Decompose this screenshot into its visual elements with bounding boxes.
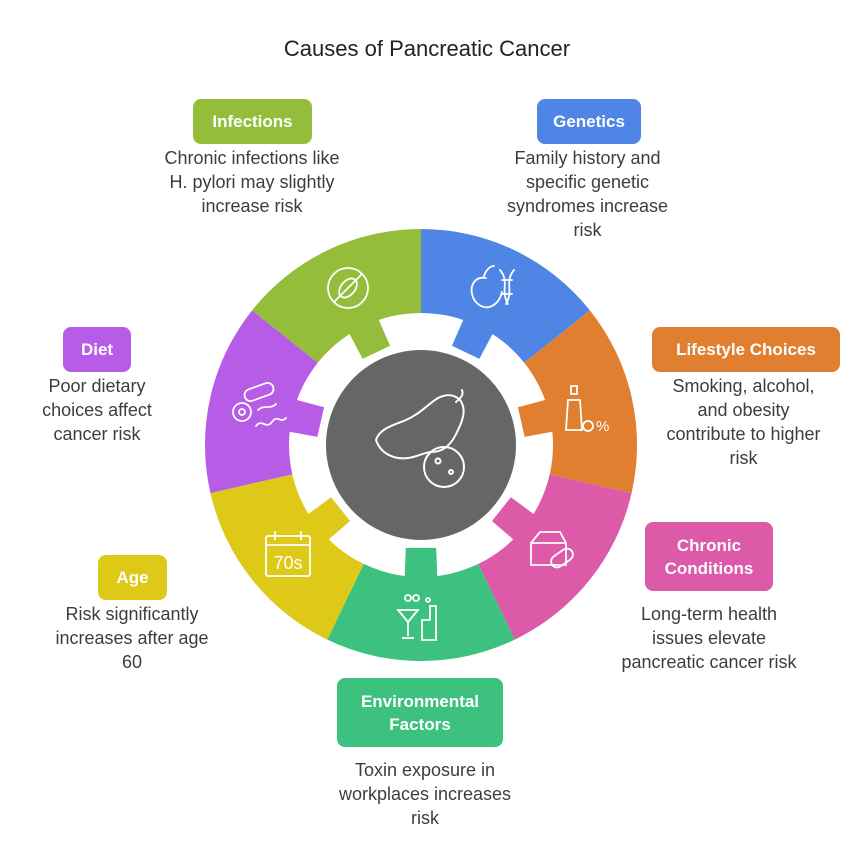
desc-lifestyle: Smoking, alcohol, and obesity contribute… <box>656 374 831 470</box>
center-circle <box>326 350 516 540</box>
desc-chronic: Long-term health issues elevate pancreat… <box>620 602 798 674</box>
badge-environmental: Environmental Factors <box>337 678 503 747</box>
desc-diet: Poor dietary choices affect cancer risk <box>22 374 172 446</box>
connector-environmental <box>405 548 438 578</box>
desc-age: Risk significantly increases after age 6… <box>47 602 217 674</box>
age-icon-text: 70s <box>273 553 302 573</box>
badge-age: Age <box>98 555 167 600</box>
desc-infections: Chronic infections like H. pylori may sl… <box>163 146 341 218</box>
svg-text:%: % <box>596 418 609 435</box>
badge-genetics: Genetics <box>537 99 641 144</box>
badge-infections: Infections <box>193 99 312 144</box>
badge-diet: Diet <box>63 327 131 372</box>
badge-lifestyle: Lifestyle Choices <box>652 327 840 372</box>
desc-genetics: Family history and specific genetic synd… <box>500 146 675 242</box>
badge-chronic: Chronic Conditions <box>645 522 773 591</box>
desc-environmental: Toxin exposure in workplaces increases r… <box>335 758 515 830</box>
